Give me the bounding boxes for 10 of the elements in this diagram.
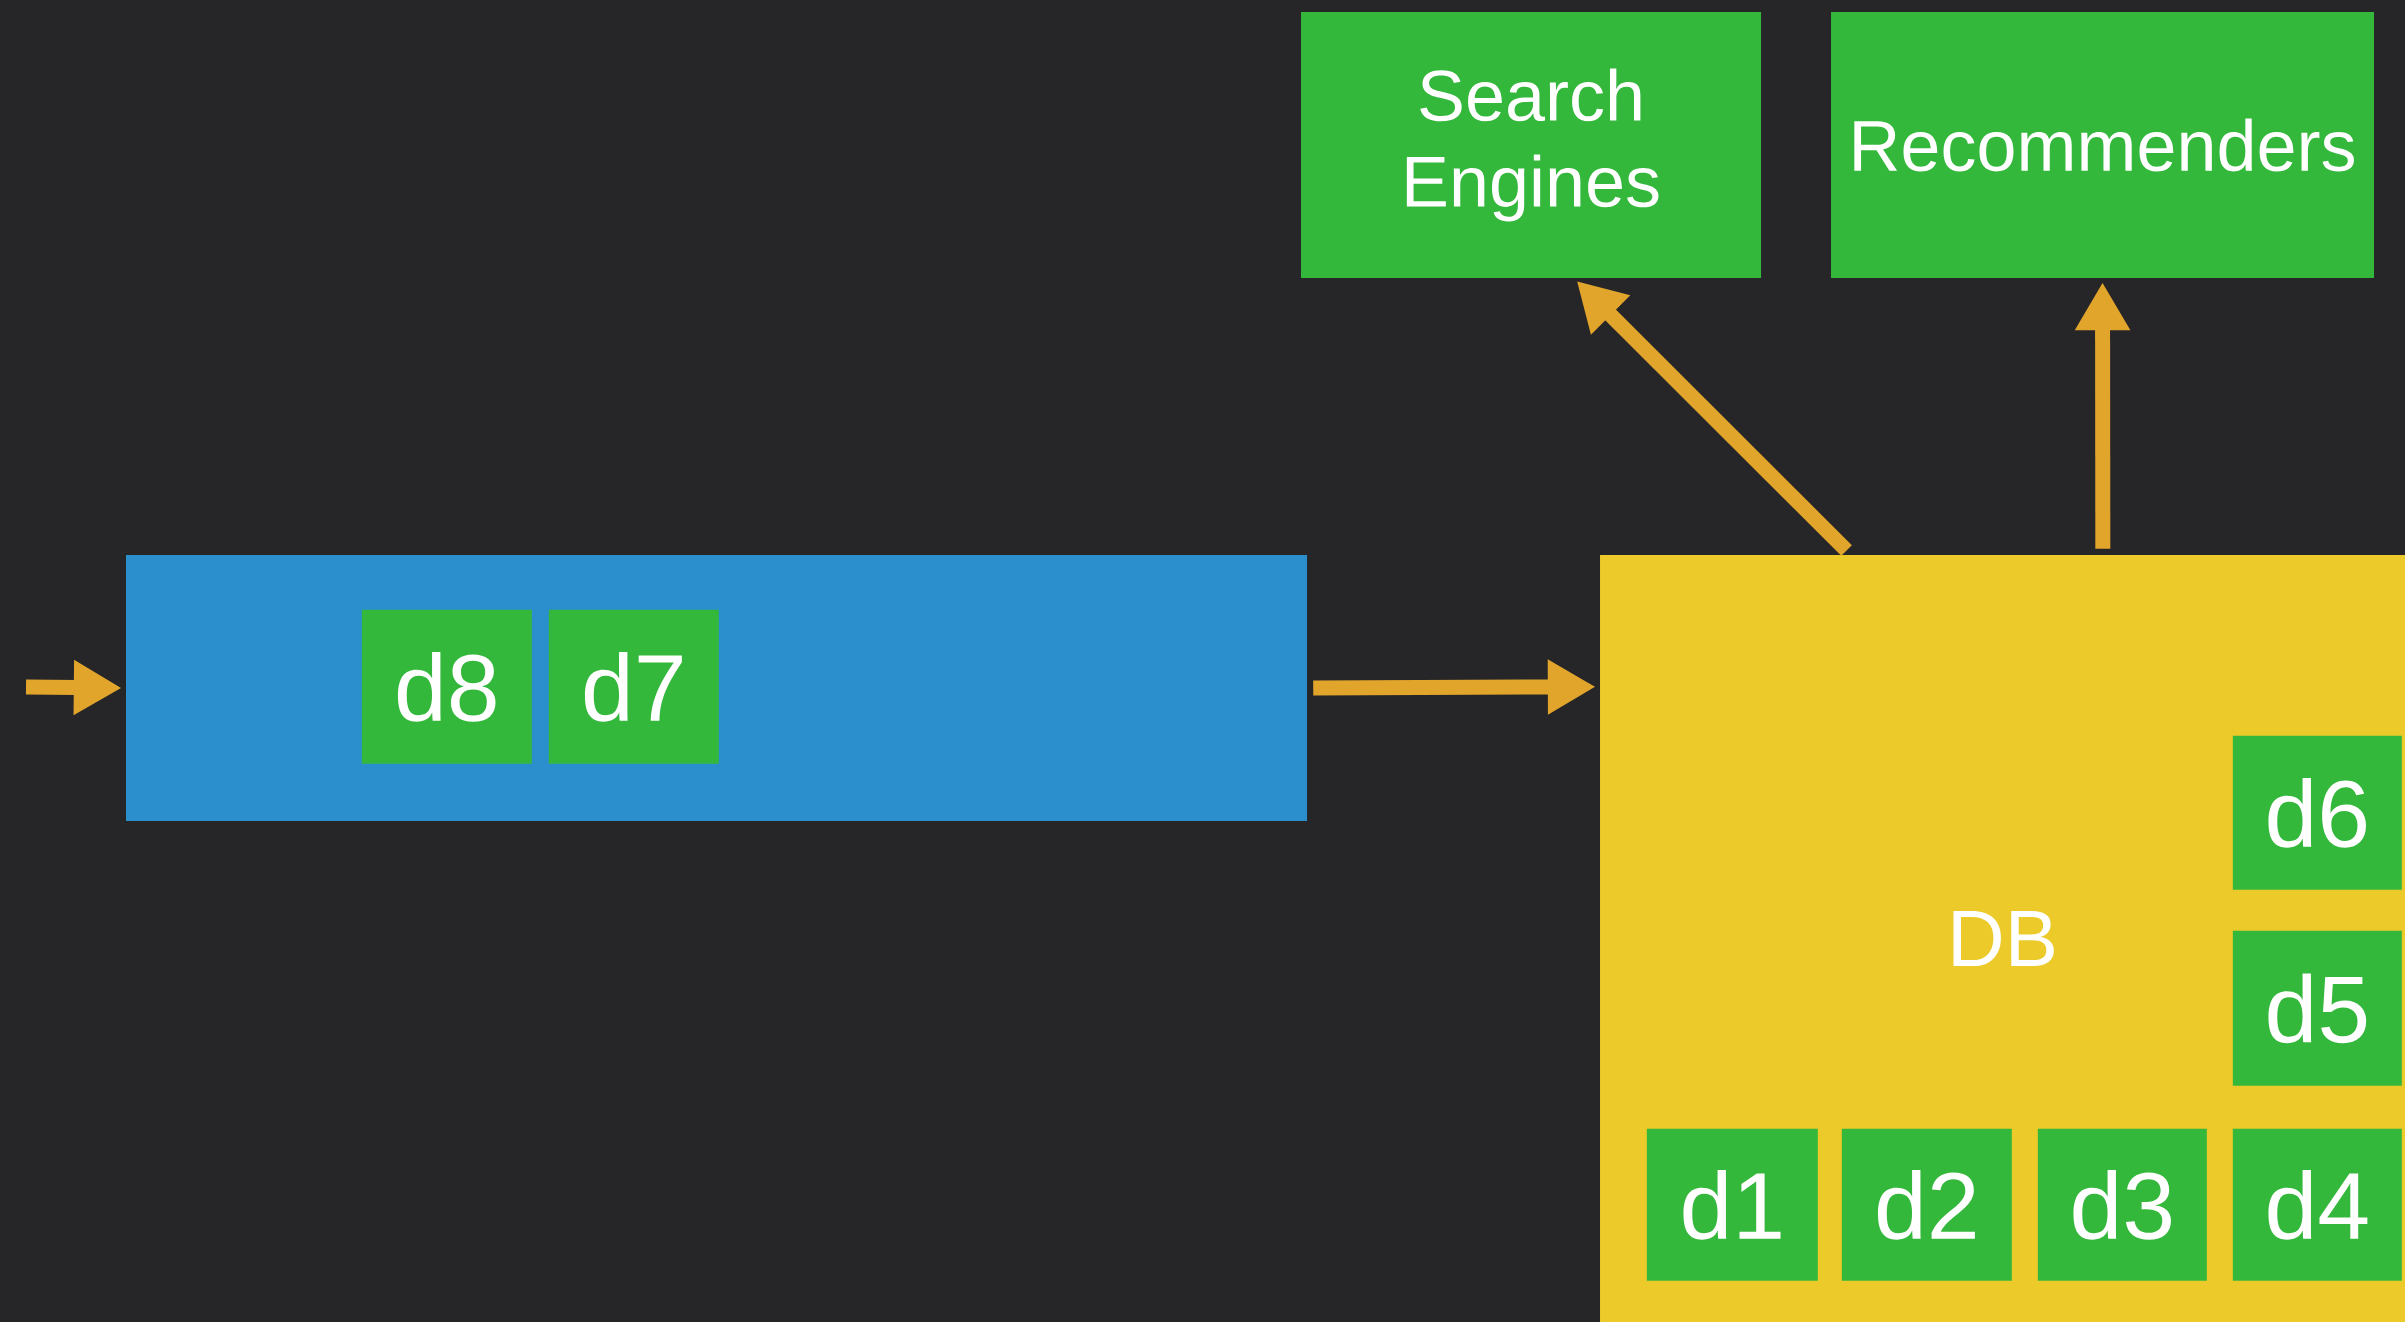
document-box: d8 — [361, 609, 532, 764]
document-box: d1 — [1646, 1128, 1818, 1281]
document-box: d2 — [1841, 1128, 2012, 1281]
document-box: Search Engines — [1301, 12, 1762, 278]
document-box: d5 — [2232, 930, 2402, 1086]
document-box: Recommenders — [1831, 12, 2375, 278]
document-box: d3 — [2037, 1128, 2207, 1281]
document-box: d6 — [2232, 735, 2402, 890]
document-box: d4 — [2232, 1128, 2402, 1281]
document-box: d7 — [548, 609, 719, 764]
